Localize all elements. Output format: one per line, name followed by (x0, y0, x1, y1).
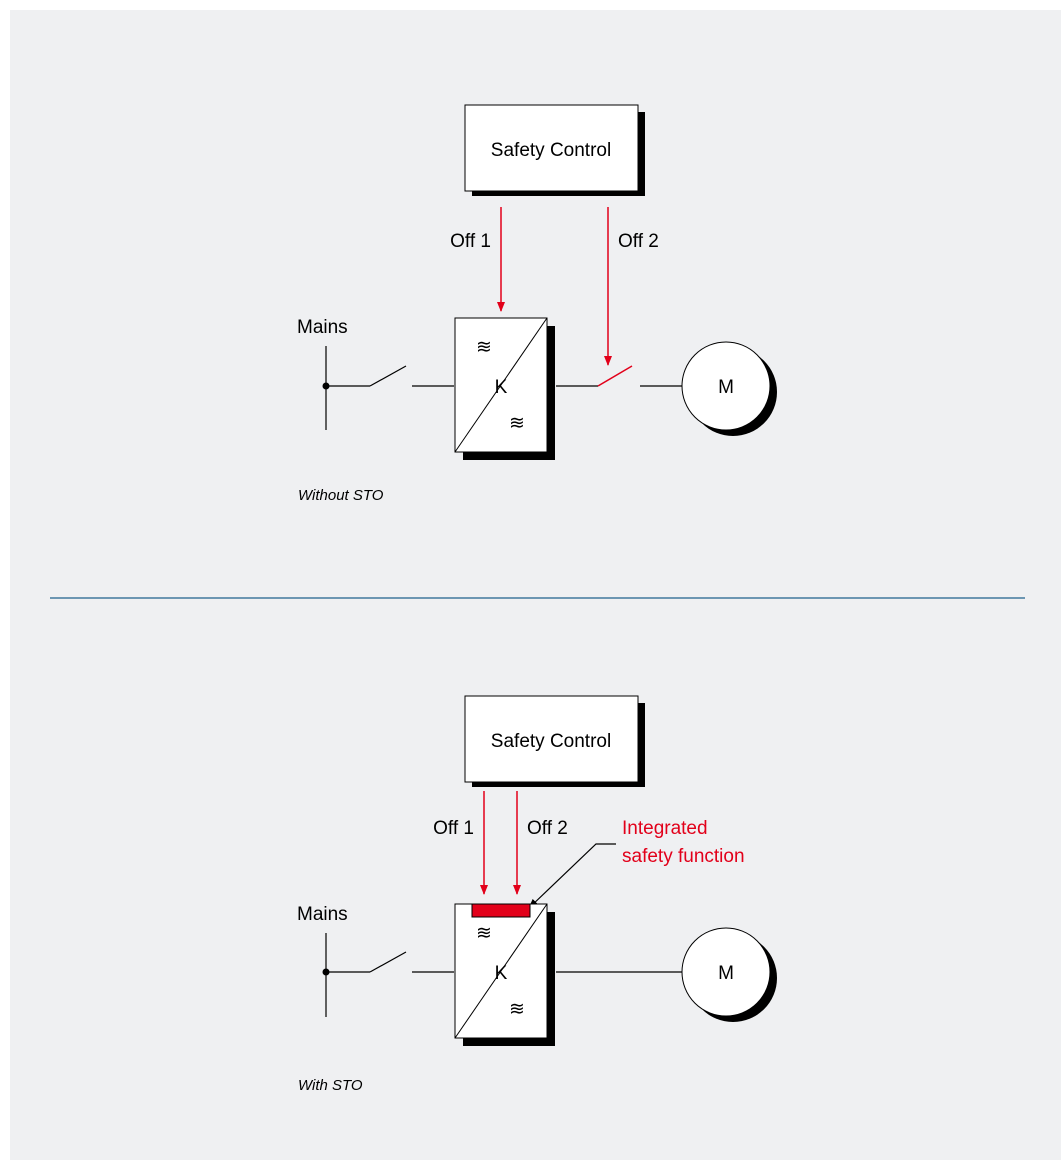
integrated-safety-pointer (528, 843, 616, 909)
converter-label: K (495, 377, 508, 398)
frequency-converter: ≋ K ≋ (454, 317, 555, 460)
motor: M (681, 927, 777, 1022)
integrated-safety-block (471, 903, 531, 918)
off1-label: Off 1 (450, 231, 491, 252)
caption-with-sto: With STO (298, 1077, 363, 1094)
mains-label: Mains (297, 904, 348, 925)
mains-label: Mains (297, 317, 348, 338)
ac-symbol-top: ≋ (476, 923, 492, 944)
integrated-safety-label-line1: Integrated (622, 818, 708, 839)
converter-diagonal (454, 317, 548, 453)
caption-without-sto: Without STO (298, 487, 384, 504)
converter-label: K (495, 963, 508, 984)
ac-symbol-top: ≋ (476, 337, 492, 358)
motor-label: M (718, 963, 734, 984)
integrated-safety-label-line2: safety function (622, 846, 745, 867)
mains-switch (369, 951, 407, 973)
off2-contactor-switch (597, 365, 633, 387)
motor-label: M (718, 377, 734, 398)
converter-diagonal (454, 903, 548, 1039)
mains-switch (369, 365, 407, 387)
safety-control-label: Safety Control (491, 140, 611, 161)
safety-control-box: Safety Control (464, 104, 645, 196)
frequency-converter: ≋ K ≋ (454, 903, 555, 1046)
diagram-with-sto: Safety Control Off 1 Off 2 Integrated sa… (297, 695, 777, 1094)
ac-symbol-bottom: ≋ (509, 413, 525, 434)
safety-control-label: Safety Control (491, 731, 611, 752)
diagram-without-sto: Safety Control Off 1 Off 2 Mains ≋ K ≋ (297, 104, 777, 504)
off2-label: Off 2 (527, 818, 568, 839)
safety-control-box: Safety Control (464, 695, 645, 787)
off1-label: Off 1 (433, 818, 474, 839)
motor: M (681, 341, 777, 436)
ac-symbol-bottom: ≋ (509, 999, 525, 1020)
off2-label: Off 2 (618, 231, 659, 252)
